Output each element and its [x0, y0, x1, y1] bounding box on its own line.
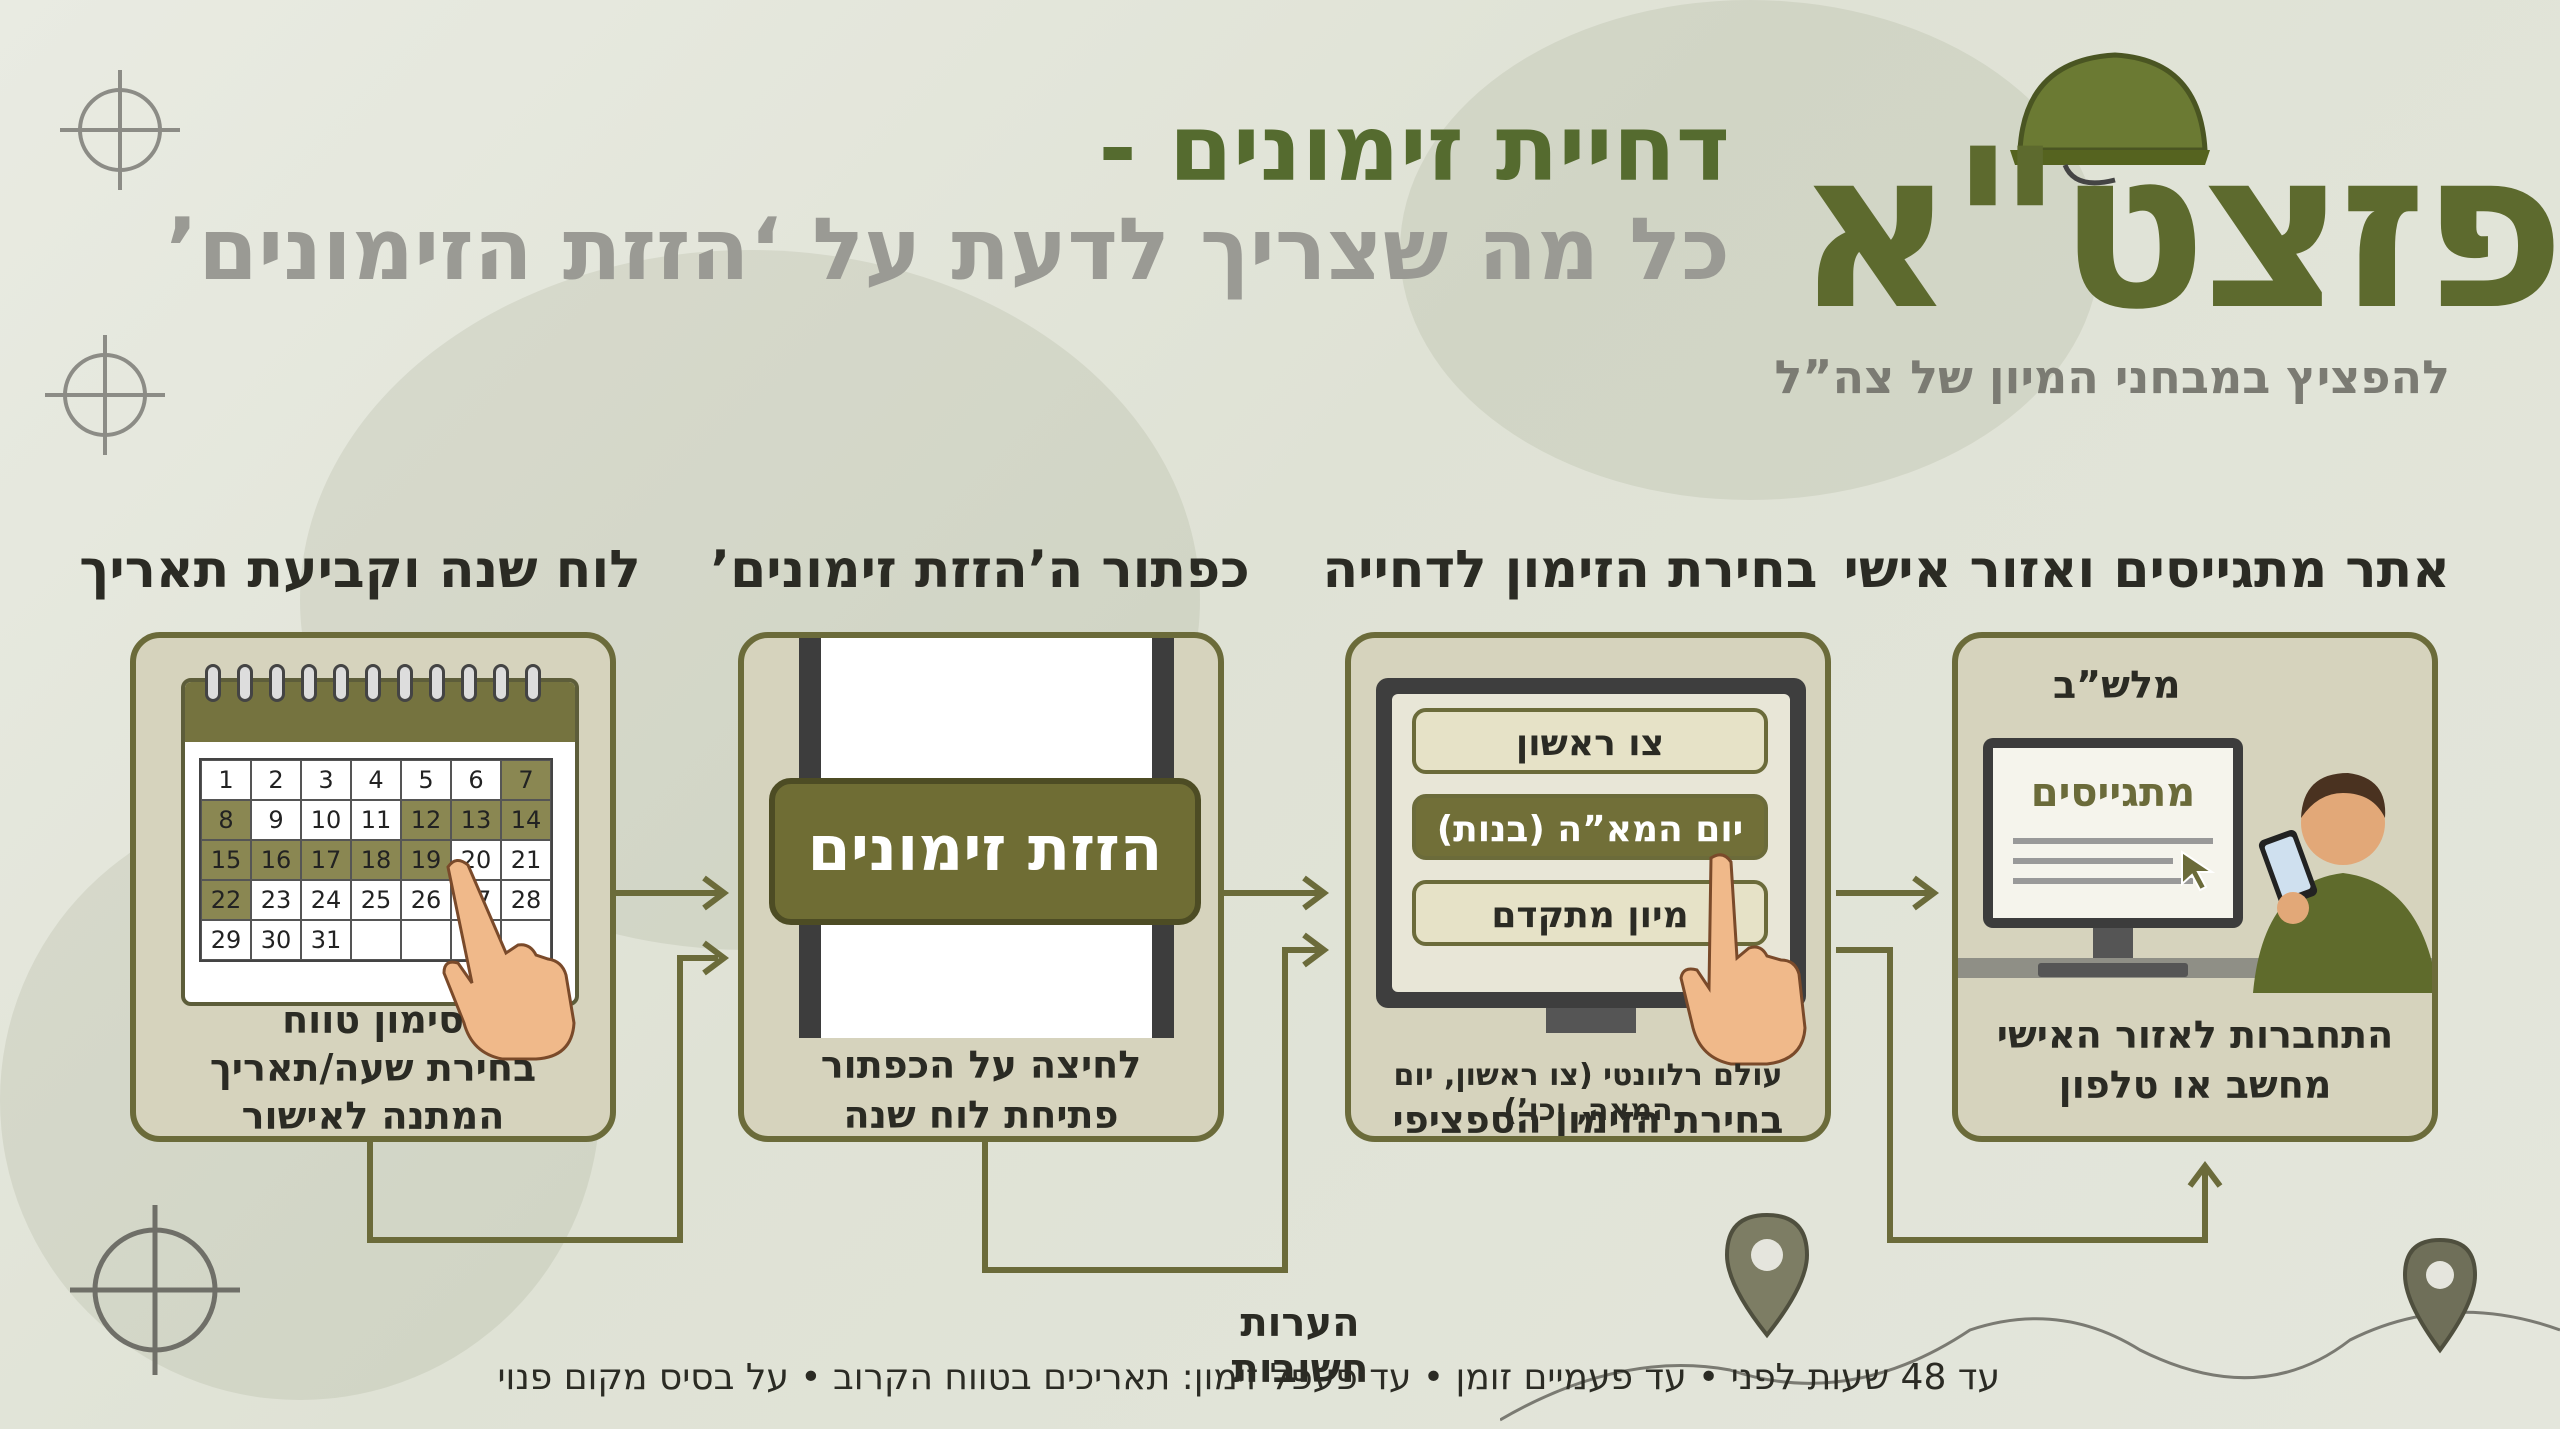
option-first-call[interactable]: צו ראשון — [1412, 708, 1768, 774]
step-title-3: כפתור ה’הזזת זימונים’ — [710, 540, 1250, 600]
calendar-day[interactable]: 22 — [201, 880, 251, 920]
calendar-day[interactable]: 6 — [451, 760, 501, 800]
cursor-icon — [2181, 850, 2216, 892]
step-caption-2b: בחירת הזימון הספציפי — [1392, 1098, 1784, 1142]
step-card-1: מלש”ב מתגייסים התחברות לאזור האישי מחשב … — [1952, 632, 2438, 1142]
calendar-day[interactable]: 7 — [501, 760, 551, 800]
calendar-day[interactable]: 12 — [401, 800, 451, 840]
options-screen: צו ראשון יום המא”ה (בנות) מיון מתקדם — [1376, 678, 1806, 1008]
desktop-monitor: מתגייסים — [1983, 738, 2243, 928]
calendar-day[interactable]: 18 — [351, 840, 401, 880]
map-pin-icon — [1724, 1212, 1810, 1339]
step-caption-1a: התחברות לאזור האישי — [1996, 1013, 2394, 1057]
calendar-day[interactable]: 25 — [351, 880, 401, 920]
calendar-day[interactable]: 10 — [301, 800, 351, 840]
monitor-stand — [2093, 928, 2133, 958]
calendar-day[interactable]: 21 — [501, 840, 551, 880]
calendar-header — [185, 664, 575, 742]
pointing-hand-icon — [1679, 853, 1807, 1066]
pointing-hand-icon — [442, 859, 576, 1061]
step-caption-4a: סימון טווח — [282, 998, 464, 1042]
person-with-phone-icon — [2253, 773, 2432, 993]
page-subtitle: כל מה שצריך לדעת על ‘הזזת הזימונים’ — [165, 200, 1730, 300]
keyboard — [2038, 963, 2188, 977]
notes-text: עד 48 שעות לפני • עד פעמיים זומן • עד פע… — [497, 1357, 2001, 1398]
map-pin-icon — [2402, 1237, 2478, 1354]
step-caption-3a: לחיצה על הכפתור — [820, 1043, 1142, 1087]
calendar-day[interactable]: 19 — [401, 840, 451, 880]
calendar-day[interactable]: 24 — [301, 880, 351, 920]
calendar-day[interactable]: 2 — [251, 760, 301, 800]
calendar-day[interactable]: 13 — [451, 800, 501, 840]
background-texture — [1400, 0, 2100, 500]
calendar-day[interactable]: 28 — [501, 880, 551, 920]
step-caption-2a: עולם רלוונטי (צו ראשון, יום המאה, וכו’) — [1393, 1058, 1783, 1128]
calendar-empty-cell — [401, 920, 451, 960]
calendar-day[interactable]: 16 — [251, 840, 301, 880]
calendar-day[interactable]: 31 — [301, 920, 351, 960]
step-caption-3b: פתיחת לוח שנה — [843, 1093, 1119, 1137]
brand-tagline: להפציץ במבחני המיון של צה”ל — [1774, 350, 2450, 404]
calendar-day[interactable]: 17 — [301, 840, 351, 880]
calendar-day[interactable]: 14 — [501, 800, 551, 840]
calendar-day[interactable]: 30 — [251, 920, 301, 960]
calendar-empty-cell — [351, 920, 401, 960]
monitor-stand — [1546, 1008, 1636, 1033]
page-title: דחיית זימונים - — [1098, 95, 1730, 202]
crosshair-icon — [60, 70, 180, 190]
brand-logo: פזצט"א — [1795, 102, 2560, 358]
crosshair-icon — [45, 335, 165, 455]
step-title-2: בחירת הזימון לדחייה — [1322, 540, 1818, 600]
calendar-day[interactable]: 3 — [301, 760, 351, 800]
screen-label: מלש”ב — [2053, 663, 2181, 707]
site-title: מתגייסים — [2030, 770, 2196, 816]
step-caption-4b: בחירת שעה/תאריך — [209, 1046, 537, 1090]
option-day-of-100[interactable]: יום המא”ה (בנות) — [1412, 794, 1768, 860]
calendar-day[interactable]: 9 — [251, 800, 301, 840]
calendar-day[interactable]: 29 — [201, 920, 251, 960]
step-card-2: צו ראשון יום המא”ה (בנות) מיון מתקדם עול… — [1345, 632, 1831, 1142]
calendar-day[interactable]: 4 — [351, 760, 401, 800]
calendar-day[interactable]: 5 — [401, 760, 451, 800]
calendar-day[interactable]: 8 — [201, 800, 251, 840]
route-line — [1500, 1310, 2560, 1422]
helmet-icon — [2010, 52, 2210, 186]
step-card-3: הזזת זימונים לחיצה על הכפתור פתיחת לוח ש… — [738, 632, 1224, 1142]
step-caption-1b: מחשב או טלפון — [2058, 1063, 2332, 1107]
calendar-day[interactable]: 15 — [201, 840, 251, 880]
step-title-4: לוח שנה וקביעת תאריך — [79, 540, 641, 600]
notes-title: הערות חשובות — [1231, 1300, 1369, 1392]
calendar-day[interactable]: 11 — [351, 800, 401, 840]
calendar-day[interactable]: 23 — [251, 880, 301, 920]
step-title-1: אתר מתגייסים ואזור אישי — [1843, 540, 2450, 600]
calendar-day[interactable]: 26 — [401, 880, 451, 920]
calendar-day[interactable]: 1 — [201, 760, 251, 800]
move-summons-button[interactable]: הזזת זימונים — [769, 778, 1201, 925]
crosshair-icon — [70, 1205, 240, 1375]
step-caption-4c: המתנה לאישור — [241, 1094, 505, 1138]
